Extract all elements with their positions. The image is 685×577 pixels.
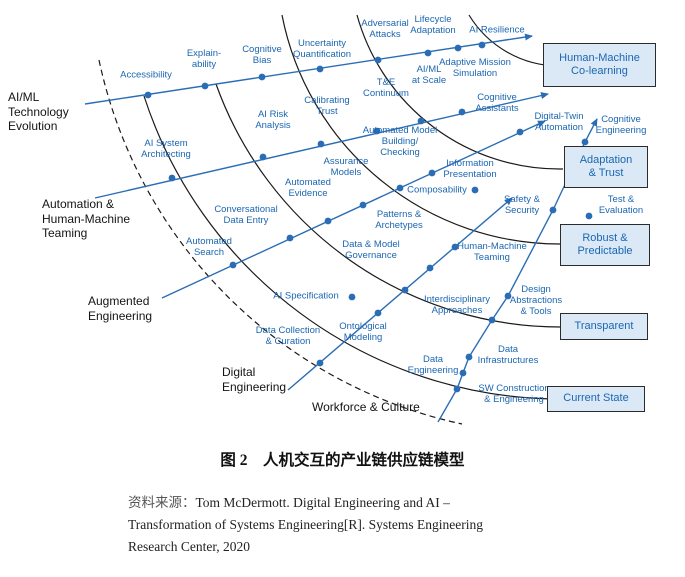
axis-label-augmented-engineering: Augmented Engineering <box>88 294 153 323</box>
node-dot <box>229 261 237 269</box>
node-dot <box>348 293 356 301</box>
node-dot <box>401 286 409 294</box>
trajectory-dots <box>144 41 593 393</box>
node-dot <box>453 385 461 393</box>
axis-label-digital-engineering: Digital Engineering <box>222 365 287 394</box>
node-dot <box>374 309 382 317</box>
source-line: Research Center, 2020 <box>128 539 251 554</box>
node-dot <box>451 243 459 251</box>
stage-box-robust-predictable: Robust & Predictable <box>560 224 650 266</box>
node-dot <box>471 186 479 194</box>
stage-arc-outer-dashed <box>98 59 463 425</box>
node-dot <box>426 264 434 272</box>
node-dot <box>324 217 332 225</box>
stage-box-current-state: Current State <box>547 386 645 412</box>
trajectory-line-digital-engineering <box>287 197 513 391</box>
node-dot <box>549 206 557 214</box>
node-dot <box>359 201 367 209</box>
node-dot <box>478 41 486 49</box>
node-dot <box>259 153 267 161</box>
node-dot <box>428 169 436 177</box>
node-dot <box>258 73 266 81</box>
figure-caption: 图 2 人机交互的产业链供应链模型 <box>220 452 465 469</box>
axis-label-workforce-culture: Workforce & Culture <box>312 400 420 414</box>
node-dot <box>465 353 473 361</box>
axis-label-automation-teaming: Automation & Human-Machine Teaming <box>42 197 131 241</box>
axis-label-aiml-evolution: AI/ML Technology Evolution <box>8 90 69 134</box>
stage-box-co-learning: Human-Machine Co-learning <box>543 43 656 87</box>
node-dot <box>396 184 404 192</box>
node-dot <box>317 140 325 148</box>
source-prefix: 资料来源： <box>128 495 196 510</box>
node-dot <box>504 292 512 300</box>
stage-arc-current-state <box>143 95 555 400</box>
node-dot <box>144 91 152 99</box>
node-dot <box>316 65 324 73</box>
node-dot <box>168 174 176 182</box>
node-dot <box>201 82 209 90</box>
stage-box-adaptation-trust: Adaptation & Trust <box>564 146 648 188</box>
source-line: Transformation of Systems Engineering[R]… <box>128 517 483 532</box>
node-dot <box>316 359 324 367</box>
source-line-text: Tom McDermott. Digital Engineering and A… <box>195 495 450 510</box>
node-dot <box>516 128 524 136</box>
stage-box-transparent: Transparent <box>560 313 648 340</box>
node-dot <box>417 117 425 125</box>
node-dot <box>373 127 381 135</box>
node-dot <box>424 49 432 57</box>
node-dot <box>458 108 466 116</box>
trajectory-lines <box>84 33 598 423</box>
trajectory-line-aiml-evolution <box>84 33 533 105</box>
node-dot <box>459 369 467 377</box>
trajectory-line-augmented-engineering <box>161 120 546 299</box>
source-citation: 资料来源：Tom McDermott. Digital Engineering … <box>128 492 483 558</box>
stage-arc-transparent <box>215 83 562 328</box>
stage-arc-robust-predictable <box>281 14 562 245</box>
node-dot <box>488 316 496 324</box>
node-dot <box>581 138 589 146</box>
source-line: 资料来源：Tom McDermott. Digital Engineering … <box>128 492 483 514</box>
node-dot <box>585 212 593 220</box>
stage-arc-adaptation-trust <box>356 14 564 170</box>
node-dot <box>286 234 294 242</box>
node-dot <box>454 44 462 52</box>
node-dot <box>374 56 382 64</box>
